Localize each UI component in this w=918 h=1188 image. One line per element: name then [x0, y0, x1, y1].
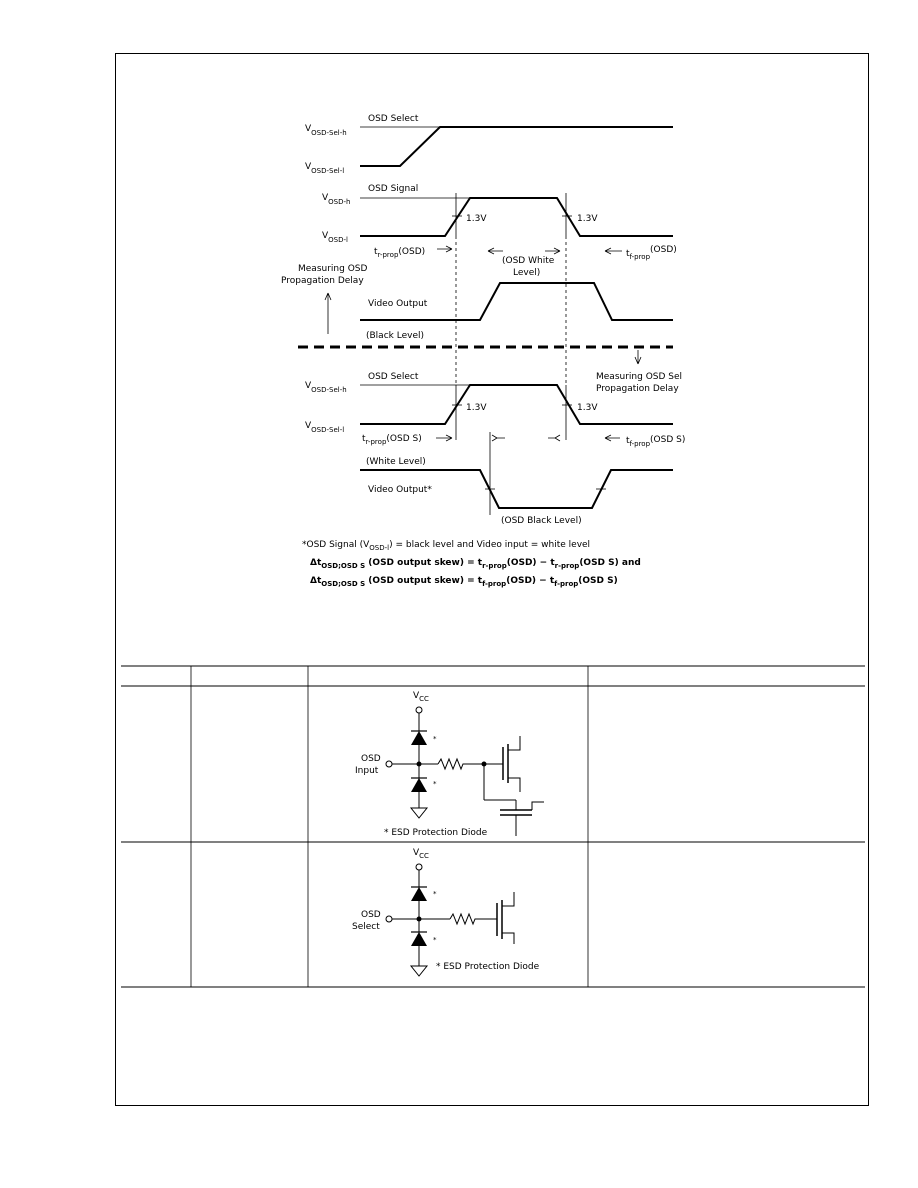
video-output-waveform: [360, 282, 673, 321]
measuring-sel-line1: Measuring OSD Sel: [596, 372, 682, 382]
threshold-label-left-2: 1.3V: [466, 403, 487, 413]
osd-white-level-arrow-right: [545, 247, 561, 255]
esd-diode-top-icon-2: [411, 887, 427, 901]
v-osd-sel-h-label-2: VOSD-Sel-h: [305, 381, 347, 394]
white-level-label: (White Level): [366, 457, 426, 467]
measuring-osd-arrow: [324, 292, 332, 334]
junction-dot-1: [416, 761, 422, 767]
tf-prop-osd-s-label: tf-prop(OSD S): [626, 435, 685, 448]
ground-icon-1: [409, 807, 429, 819]
video-output-label: Video Output: [368, 299, 428, 309]
diode-star-bottom-2: *: [433, 936, 437, 944]
input-terminal-1: [385, 760, 393, 768]
osd-select-waveform-2: [360, 384, 673, 425]
note-skew-rise: ΔtOSD;OSD S (OSD output skew) = tr-prop(…: [310, 558, 641, 570]
esd-diode-top-icon-1: [411, 731, 427, 745]
page-frame: [115, 53, 869, 1106]
timing-panel-1: OSD Select VOSD-Sel-h VOSD-Sel-l OSD Sig…: [281, 114, 677, 385]
tf-prop-osd-label: tf-prop(OSD): [626, 245, 677, 261]
threshold-label-right-2: 1.3V: [577, 403, 598, 413]
vcc-label-1: VCC: [413, 691, 429, 703]
tr-prop-osd-s-arrow: [436, 434, 453, 442]
osd-signal-title: OSD Signal: [368, 184, 418, 194]
osd-select-title-2: OSD Select: [368, 372, 419, 382]
vcc-terminal-1: [415, 706, 423, 714]
ground-icon-2: [409, 965, 429, 977]
measuring-osd-line1: Measuring OSD: [298, 264, 367, 274]
osd-input-esd-schematic: VCC * * OSD Input: [355, 691, 544, 838]
v-osd-l-label: VOSD-l: [322, 231, 348, 244]
threshold-label-left: 1.3V: [466, 214, 487, 224]
tf-prop-osd-s-arrow: [604, 434, 620, 442]
mosfet-icon-1: [508, 736, 521, 792]
mosfet-icon-2: [502, 892, 515, 944]
v-osd-h-label: VOSD-h: [322, 193, 350, 206]
esd-diode-bottom-icon-2: [411, 932, 427, 946]
timing-panel-2: Measuring OSD Sel Propagation Delay OSD …: [305, 350, 685, 526]
threshold-label-right: 1.3V: [577, 214, 598, 224]
table-row: VCC * * OSD Input: [355, 691, 544, 838]
osd-select-waveform: [360, 126, 673, 167]
timing-notes: *OSD Signal (VOSD-l) = black level and V…: [302, 540, 641, 588]
osd-select-esd-schematic: VCC * * OSD Select * ESD Protectio: [352, 848, 540, 977]
osd-white-level-line2: Level): [513, 268, 540, 278]
pin-table: VCC * * OSD Input: [121, 665, 865, 988]
resistor-icon-2: [449, 912, 497, 926]
esd-note-2: * ESD Protection Diode: [436, 962, 540, 972]
diode-star-top-2: *: [433, 890, 437, 898]
video-output-waveform-2: [360, 469, 673, 509]
black-level-label: (Black Level): [366, 331, 424, 341]
video-output-star-label: Video Output*: [368, 485, 432, 495]
v-osd-sel-l-label: VOSD-Sel-l: [305, 162, 344, 175]
osd-input-label-line1: OSD: [361, 754, 381, 764]
osd-signal-waveform: [360, 197, 673, 237]
vcc-label-2: VCC: [413, 848, 429, 860]
v-osd-sel-h-label: VOSD-Sel-h: [305, 124, 347, 137]
osd-select-label-line1: OSD: [361, 910, 381, 920]
input-terminal-2: [385, 915, 393, 923]
measuring-sel-arrow: [634, 350, 642, 365]
junction-dot-2: [416, 916, 422, 922]
second-mosfet-icon: [515, 800, 544, 836]
v-osd-sel-l-label-2: VOSD-Sel-l: [305, 421, 344, 434]
osd-select-title: OSD Select: [368, 114, 419, 124]
esd-note-1: * ESD Protection Diode: [384, 828, 488, 838]
osd-white-level-arrow-left: [487, 247, 503, 255]
tr-prop-osd-s-label: tr-prop(OSD S): [362, 434, 422, 446]
note-osd-signal: *OSD Signal (VOSD-l) = black level and V…: [302, 540, 590, 552]
measuring-sel-line2: Propagation Delay: [596, 384, 679, 394]
osd-white-level-line1: (OSD White: [502, 256, 555, 266]
note-skew-fall: ΔtOSD;OSD S (OSD output skew) = tf-prop(…: [310, 576, 618, 588]
tr-prop-osd-label: tr-prop(OSD): [374, 247, 425, 259]
vcc-terminal-2: [415, 863, 423, 871]
tf-prop-arrow: [604, 247, 622, 255]
resistor-icon-1: [437, 757, 485, 771]
esd-diode-bottom-icon-1: [411, 778, 427, 792]
table-row: VCC * * OSD Select * ESD Protectio: [352, 848, 540, 977]
fall-delay-arrow: [548, 434, 561, 442]
osd-select-label-line2: Select: [352, 922, 380, 932]
osd-black-level-label: (OSD Black Level): [501, 516, 582, 526]
tr-prop-arrow: [437, 245, 453, 253]
osd-input-label-line2: Input: [355, 766, 379, 776]
diode-star-bottom-1: *: [433, 780, 437, 788]
measuring-osd-line2: Propagation Delay: [281, 276, 364, 286]
diode-star-top-1: *: [433, 735, 437, 743]
rise-delay-arrow: [491, 434, 505, 442]
